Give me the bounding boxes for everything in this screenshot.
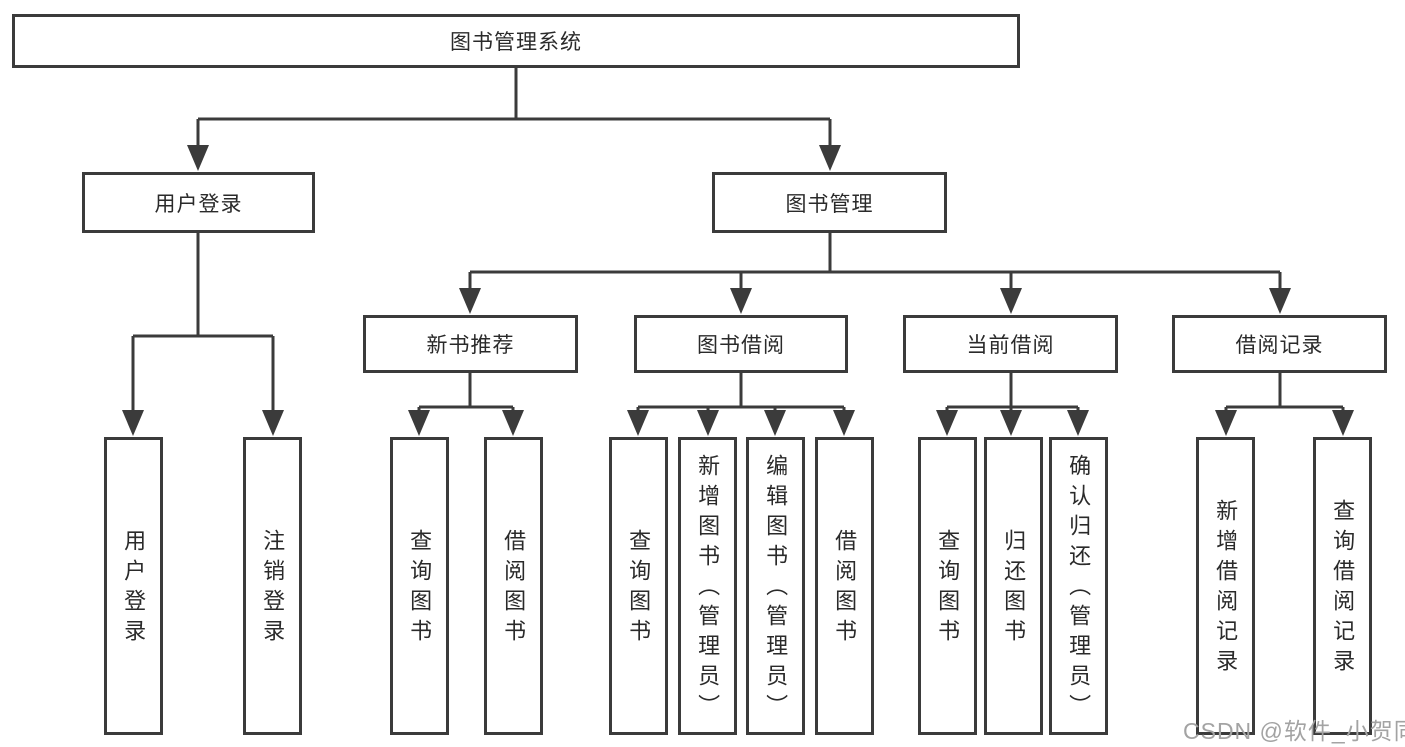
leaf-newbooks-query-books: 查询图书 bbox=[390, 437, 449, 735]
leaf-current-confirm-return-admin: 确认归还（管理员） bbox=[1049, 437, 1108, 735]
leaf-borrow-edit-books-admin: 编辑图书（管理员） bbox=[746, 437, 805, 735]
branch-book-management-to-level3 bbox=[459, 233, 1291, 314]
branch-user-login-to-leaves bbox=[122, 233, 284, 436]
node-new-book-recommendation: 新书推荐 bbox=[363, 315, 578, 373]
leaf-records-query-borrow-record: 查询借阅记录 bbox=[1313, 437, 1372, 735]
leaf-records-add-borrow-record: 新增借阅记录 bbox=[1196, 437, 1255, 735]
leaf-current-query-books: 查询图书 bbox=[918, 437, 977, 735]
branch-book-borrowing-to-leaves bbox=[627, 373, 855, 436]
branch-new-book-recommendation-to-leaves bbox=[408, 373, 524, 436]
watermark-text: CSDN @软件_小贺同学 bbox=[1183, 718, 1405, 744]
leaf-borrow-add-books-admin: 新增图书（管理员） bbox=[678, 437, 737, 735]
node-current-borrowing: 当前借阅 bbox=[903, 315, 1118, 373]
leaf-borrow-query-books: 查询图书 bbox=[609, 437, 668, 735]
node-book-management: 图书管理 bbox=[712, 172, 947, 233]
node-book-borrowing: 图书借阅 bbox=[634, 315, 848, 373]
branch-root-to-level2 bbox=[187, 68, 841, 171]
node-user-login: 用户登录 bbox=[82, 172, 315, 233]
branch-current-borrowing-to-leaves bbox=[936, 373, 1089, 436]
leaf-newbooks-borrow-books: 借阅图书 bbox=[484, 437, 543, 735]
node-borrowing-records: 借阅记录 bbox=[1172, 315, 1387, 373]
node-root-library-system: 图书管理系统 bbox=[12, 14, 1020, 68]
leaf-logout: 注销登录 bbox=[243, 437, 302, 735]
leaf-borrow-borrow-books: 借阅图书 bbox=[815, 437, 874, 735]
branch-borrowing-records-to-leaves bbox=[1215, 373, 1354, 436]
leaf-current-return-books: 归还图书 bbox=[984, 437, 1043, 735]
leaf-user-login: 用户登录 bbox=[104, 437, 163, 735]
